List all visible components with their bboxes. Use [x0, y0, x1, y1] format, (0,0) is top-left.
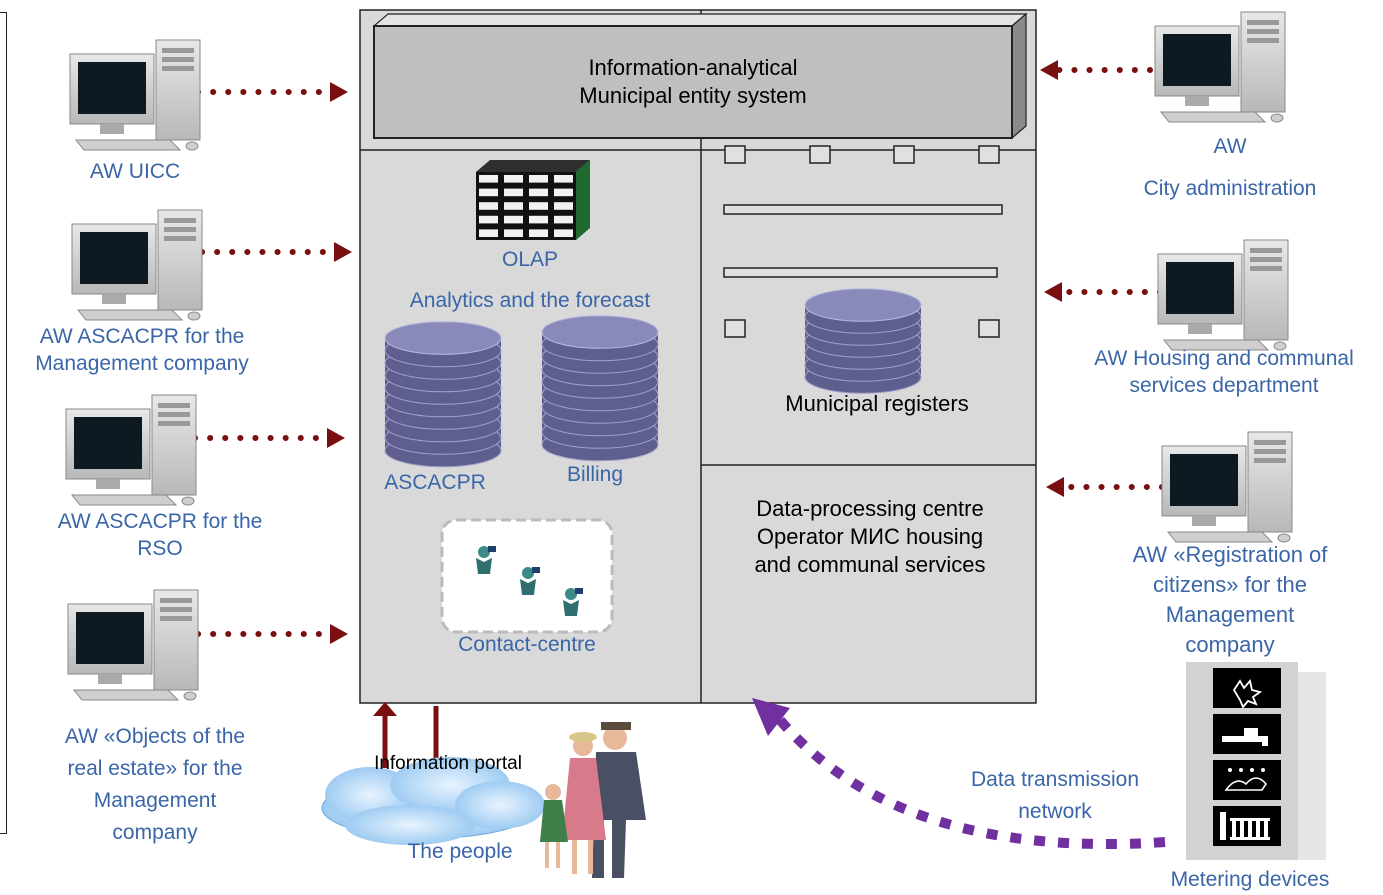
ws-right-line: citizens» for the: [1152, 572, 1308, 597]
billing-db-label: Billing: [566, 463, 624, 486]
olap-label: OLAP: [501, 248, 559, 271]
computer-icon: [67, 589, 199, 701]
ws-right-line: City administration: [1143, 177, 1317, 200]
ws-left-line: company: [112, 821, 198, 844]
ws-left-real-estate-label: AW «Objects of the real estate» for the …: [15, 721, 295, 849]
arrow-head: [1044, 282, 1062, 302]
ws-left-uicc-line: AW UICC: [89, 160, 181, 183]
computer-icon: [71, 209, 203, 321]
ws-left-line: Management company: [35, 352, 249, 375]
network-label-line1: Data transmission: [970, 768, 1140, 791]
computer-icon: [65, 394, 197, 506]
analytics-label: Analytics and the forecast: [409, 289, 651, 312]
billing-database-icon: [541, 315, 659, 462]
network-arrow: [752, 698, 1166, 849]
title-box-3d: [372, 12, 1028, 140]
ws-left-ascacpr-rso-label: AW ASCACPR for the RSO: [15, 508, 305, 562]
contact-centre-label: Contact-centre: [458, 633, 596, 656]
registers-label: Municipal registers: [785, 391, 969, 416]
connection-arrows: [192, 60, 1165, 644]
ws-left-line: AW ASCACPR for the: [39, 325, 245, 348]
computer-icon: [69, 39, 201, 151]
workstation-computers: [65, 11, 1293, 701]
arrow-head: [330, 82, 348, 102]
people-label: The people: [407, 840, 513, 863]
cloud-icon: [321, 757, 545, 845]
arrow-head: [1040, 60, 1058, 80]
metering-devices-panel: [1186, 662, 1326, 860]
registers-database-icon: [804, 288, 922, 394]
ws-right-line: AW: [1213, 135, 1247, 158]
ws-right-city-admin-label: AW City administration: [1100, 126, 1360, 210]
ascacpr-db-label: ASCACPR: [384, 471, 486, 494]
ws-left-line: real estate» for the: [67, 757, 243, 780]
ws-left-line: AW ASCACPR for the: [57, 510, 263, 533]
computer-icon: [1161, 431, 1293, 543]
metering-label: Metering devices: [1170, 868, 1330, 891]
ws-left-line: RSO: [137, 537, 183, 560]
dpc-line1: Data-processing centre: [756, 496, 984, 521]
dpc-line2: Operator МИС housing: [756, 524, 984, 549]
network-label: Data transmission network: [930, 764, 1180, 828]
people-icon: [540, 722, 646, 878]
central-title-line1: Information-analytical: [588, 55, 798, 80]
left-border-line: [0, 12, 7, 834]
arrow-head: [334, 242, 352, 262]
computer-icon: [1154, 11, 1286, 123]
central-title-line2: Municipal entity system: [579, 83, 807, 108]
dpc-label: Data-processing centre Operator МИС hous…: [706, 495, 1034, 579]
registers-decor: [723, 145, 1003, 338]
computer-icon: [1157, 239, 1289, 351]
ascacpr-database-icon: [384, 321, 502, 468]
ws-left-uicc-label: AW UICC: [40, 158, 230, 185]
ws-right-line: Management: [1165, 602, 1295, 627]
portal-arrows: [373, 702, 439, 768]
arrow-head: [330, 624, 348, 644]
ws-right-line: company: [1185, 632, 1275, 657]
dpc-line3: and communal services: [754, 552, 986, 577]
ws-right-line: AW «Registration of: [1132, 542, 1328, 567]
central-system-title: Information-analytical Municipal entity …: [374, 54, 1012, 110]
arrow-head: [1046, 477, 1064, 497]
contact-centre-box: [440, 518, 614, 634]
olap-cube-icon: [476, 160, 590, 240]
arrow-head: [327, 428, 345, 448]
ws-right-line: services department: [1129, 374, 1319, 397]
ws-left-line: Management: [93, 789, 217, 812]
ws-right-line: AW Housing and communal: [1094, 347, 1354, 370]
ws-right-housing-label: AW Housing and communal services departm…: [1064, 345, 1383, 399]
portal-label: Information portal: [374, 753, 522, 774]
network-label-line2: network: [1018, 800, 1092, 823]
operator-icons: [476, 546, 583, 616]
ws-left-ascacpr-mc-label: AW ASCACPR for the Management company: [2, 323, 282, 377]
ws-right-registration-label: AW «Registration of citizens» for the Ma…: [1090, 540, 1370, 660]
ws-left-line: AW «Objects of the: [64, 725, 246, 748]
